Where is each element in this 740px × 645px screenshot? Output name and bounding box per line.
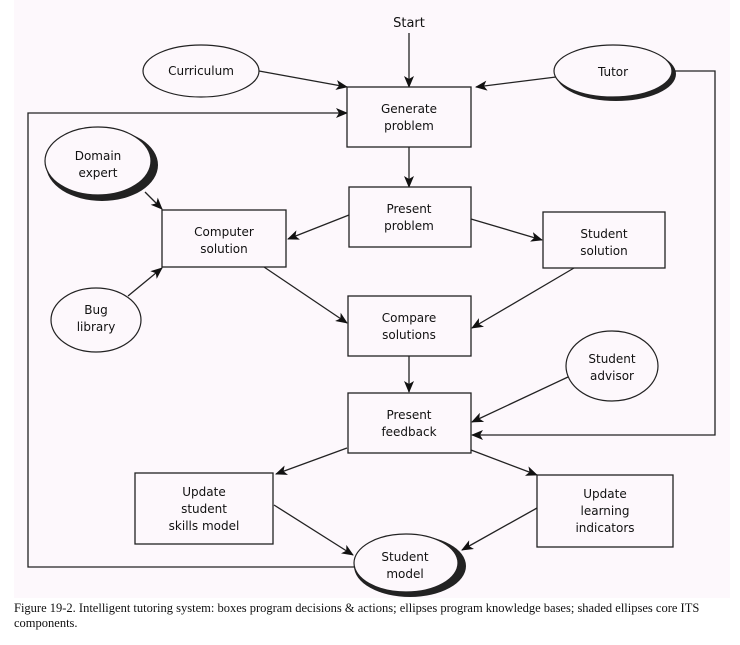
start-label: Start <box>393 16 425 31</box>
svg-text:Update: Update <box>583 487 626 501</box>
node-domain-expert: Domain expert <box>44 126 158 201</box>
svg-text:Student: Student <box>580 227 628 241</box>
node-update-skills-model: Update student skills model <box>134 472 274 545</box>
edge-present-problem-to-student-solution <box>470 218 543 242</box>
svg-text:Present: Present <box>386 202 431 216</box>
edge-feedback-to-update-indicators <box>470 449 538 476</box>
edge-tutor-to-generate <box>475 76 557 91</box>
svg-text:advisor: advisor <box>590 369 634 383</box>
svg-text:indicators: indicators <box>575 521 634 535</box>
edge-present-problem-to-computer <box>287 214 350 240</box>
node-student-model: Student model <box>353 533 466 597</box>
svg-text:Tutor: Tutor <box>597 65 628 79</box>
flow-diagram: Start Curriculum Tutor Domain expert Bug… <box>27 16 716 597</box>
edge-computer-to-compare <box>263 266 348 324</box>
svg-text:library: library <box>77 320 116 334</box>
node-generate-problem: Generate problem <box>346 86 472 148</box>
diagram-canvas: Start Curriculum Tutor Domain expert Bug… <box>14 0 730 598</box>
node-curriculum: Curriculum <box>142 44 260 98</box>
svg-text:solution: solution <box>200 242 248 256</box>
edge-domain-expert-to-computer <box>144 191 163 210</box>
edge-feedback-to-update-skills <box>275 447 348 475</box>
svg-text:feedback: feedback <box>381 425 436 439</box>
node-present-problem: Present problem <box>348 186 472 248</box>
svg-text:learning: learning <box>581 504 630 518</box>
svg-text:Compare: Compare <box>382 311 436 325</box>
node-compare-solutions: Compare solutions <box>347 295 472 357</box>
node-student-advisor: Student advisor <box>565 330 659 402</box>
edge-curriculum-to-generate <box>258 70 348 90</box>
svg-text:problem: problem <box>384 219 434 233</box>
svg-text:Computer: Computer <box>194 225 254 239</box>
svg-text:skills model: skills model <box>169 519 240 533</box>
svg-text:Update: Update <box>182 485 225 499</box>
svg-text:Domain: Domain <box>75 149 122 163</box>
svg-text:model: model <box>386 567 423 581</box>
edge-tutor-to-present-feedback <box>471 70 716 440</box>
svg-text:student: student <box>181 502 227 516</box>
node-bug-library: Bug library <box>50 287 142 353</box>
node-computer-solution: Computer solution <box>161 209 287 268</box>
svg-text:problem: problem <box>384 119 434 133</box>
figure-caption: Figure 19-2. Intelligent tutoring system… <box>14 601 700 630</box>
svg-text:Bug: Bug <box>84 303 107 317</box>
svg-text:Student: Student <box>588 352 636 366</box>
svg-text:solution: solution <box>580 244 628 258</box>
svg-text:solutions: solutions <box>382 328 436 342</box>
svg-text:expert: expert <box>79 166 118 180</box>
edge-student-model-to-generate <box>27 108 355 568</box>
edge-advisor-to-present-feedback <box>471 376 569 423</box>
node-update-learning-indicators: Update learning indicators <box>536 474 674 548</box>
node-tutor: Tutor <box>553 44 676 101</box>
svg-text:Present: Present <box>386 408 431 422</box>
svg-text:Generate: Generate <box>381 102 437 116</box>
edge-update-indicators-to-student-model <box>461 507 538 551</box>
edge-student-solution-to-compare <box>471 267 575 329</box>
node-student-solution: Student solution <box>542 211 666 269</box>
edge-bug-library-to-computer <box>127 267 163 297</box>
node-present-feedback: Present feedback <box>347 392 472 454</box>
svg-text:Curriculum: Curriculum <box>168 64 234 78</box>
edge-update-skills-to-student-model <box>273 504 354 556</box>
svg-text:Student: Student <box>381 550 429 564</box>
